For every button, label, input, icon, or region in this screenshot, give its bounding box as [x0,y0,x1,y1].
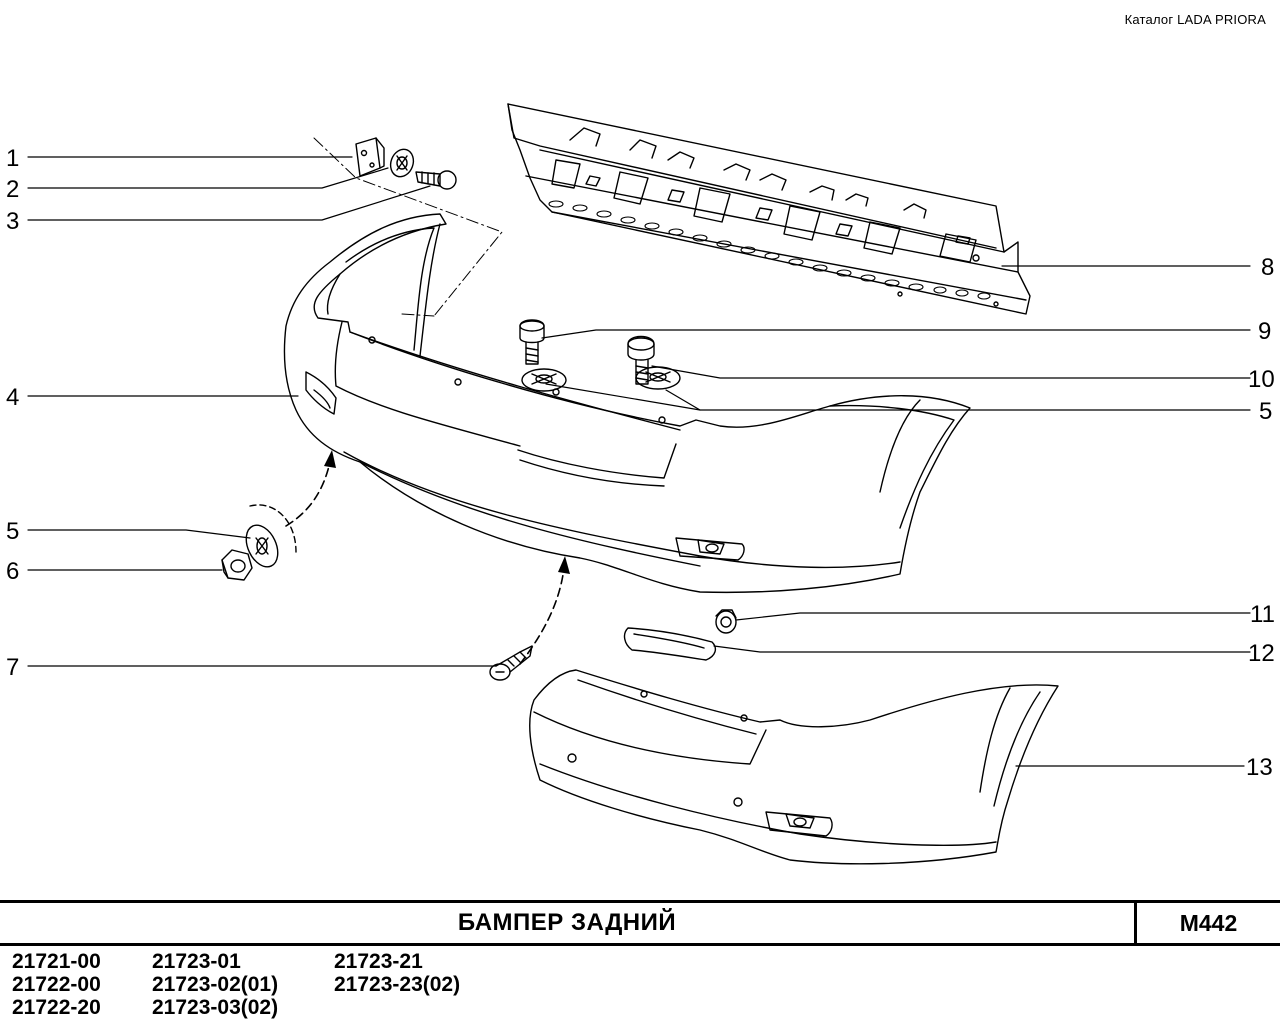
washer-part-5-top-a [521,368,567,392]
washer-part-2 [389,148,415,178]
model-code: 21723-01 [152,950,241,973]
model-code: 21721-00 [12,950,101,973]
callout-1: 1 [6,145,19,172]
title-separator [1134,903,1137,943]
callout-4: 4 [6,384,19,411]
screw-part-3 [415,170,457,190]
callout-6: 6 [6,558,19,585]
callout-numbers: 1 2 3 4 5 6 7 8 9 10 5 11 12 13 [6,145,1275,781]
assembly-arrows [285,461,565,665]
washer-part-5-left [245,524,279,568]
alignment-lines [313,137,503,317]
reflector-part-12 [623,627,717,661]
title-bar: БАМПЕР ЗАДНИЙ M442 [0,900,1280,946]
callout-5-right: 5 [1259,398,1272,425]
washer-arc [249,504,297,553]
callout-5-left: 5 [6,518,19,545]
nut-part-11 [715,609,737,634]
callout-7: 7 [6,654,19,681]
arrow-head-upper [324,450,336,468]
page-code: M442 [1179,910,1238,936]
callout-10: 10 [1248,366,1275,393]
bracket-part-1 [355,137,385,177]
model-code: 21723-21 [334,950,423,973]
beam-part-8 [507,103,1031,315]
leader-lines [27,156,1251,767]
catalog-header: Каталог LADA PRIORA [1124,12,1266,27]
callout-8: 8 [1261,254,1274,281]
clip-part-7 [489,645,533,681]
model-list: 21721-00 21723-01 21723-21 21722-00 2172… [12,950,494,1019]
bolt-part-10 [627,335,655,385]
nut-part-6 [221,549,253,581]
callout-12: 12 [1248,640,1275,667]
model-code: 21723-02(01) [152,973,279,996]
callout-3: 3 [6,208,19,235]
bumper-part-13 [529,669,1059,865]
callout-9: 9 [1258,318,1271,345]
callout-13: 13 [1246,754,1273,781]
callout-11: 11 [1250,601,1275,628]
model-code [334,996,494,1019]
bumper-exploded-diagram: 1 2 3 4 5 6 7 8 9 10 5 11 12 13 [6,103,1275,865]
model-code: 21723-03(02) [152,996,279,1019]
callout-2: 2 [6,176,19,203]
model-code: 21723-23(02) [334,973,461,996]
arrow-head-lower [558,556,570,574]
page-title: БАМПЕР ЗАДНИЙ [457,909,677,936]
model-code: 21722-20 [12,996,101,1019]
model-code: 21722-00 [12,973,101,996]
bumper-part-4 [283,213,971,594]
washer-part-5-top-b [635,366,681,390]
bolt-part-9 [519,319,545,365]
